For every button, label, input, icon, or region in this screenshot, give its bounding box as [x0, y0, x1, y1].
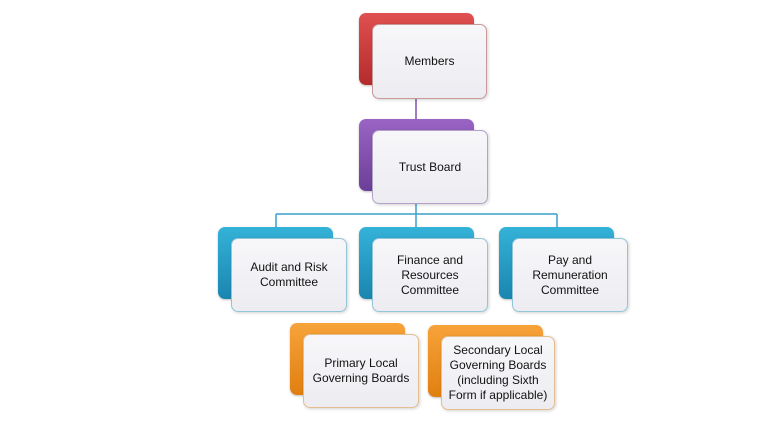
node-audit-label: Audit and Risk Committee [250, 260, 328, 289]
node-trust-board-label: Trust Board [398, 159, 462, 174]
node-primary-label: Primary Local Governing Boards [312, 356, 410, 385]
node-members-label: Members [404, 54, 455, 68]
node-secondary-label: Secondary Local Governing Boards (includ… [448, 343, 548, 402]
node-pay-label: Pay and Remuneration Committee [532, 252, 608, 297]
node-finance-label: Finance and Resources Committee [396, 252, 464, 297]
